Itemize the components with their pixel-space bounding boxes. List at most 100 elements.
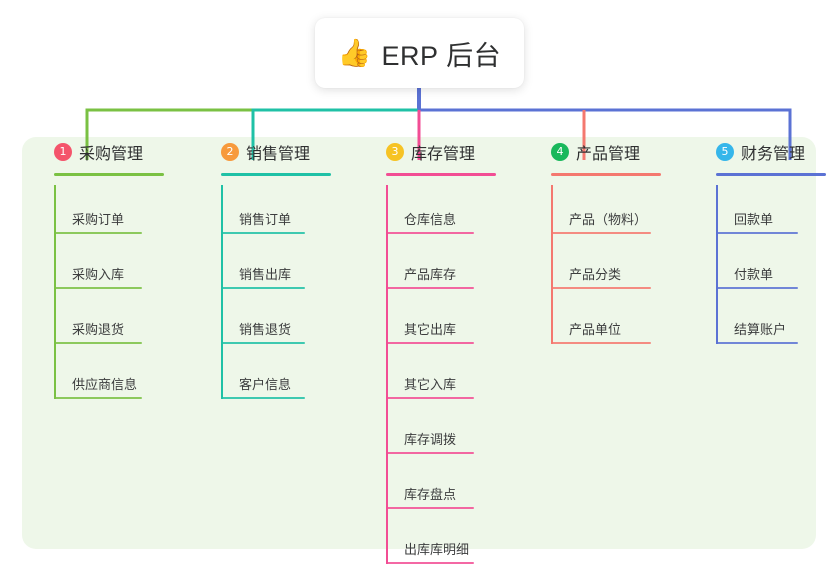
column-spine: [386, 185, 388, 564]
column-underline: [221, 173, 331, 176]
leaf-label: 销售退货: [239, 322, 292, 337]
column-badge: 4: [551, 143, 569, 161]
leaf-item[interactable]: 产品（物料）: [551, 185, 651, 240]
leaf-underline: [716, 287, 798, 289]
leaf-item[interactable]: 库存盘点: [386, 460, 475, 515]
leaf-item[interactable]: 产品单位: [551, 295, 651, 350]
column-title: 产品管理: [576, 146, 641, 163]
leaf-underline: [221, 397, 305, 399]
column-header-4[interactable]: 4 产品管理: [535, 137, 661, 176]
column-underline: [54, 173, 164, 176]
leaf-underline: [551, 287, 651, 289]
leaf-underline: [716, 232, 798, 234]
leaf-label: 结算账户: [734, 322, 787, 337]
leaf-underline: [386, 562, 474, 564]
column-header-1[interactable]: 1 采购管理: [38, 137, 164, 176]
leaf-label: 销售出库: [239, 267, 292, 282]
column-header-2[interactable]: 2 销售管理: [205, 137, 331, 176]
leaf-item[interactable]: 仓库信息: [386, 185, 475, 240]
leaf-underline: [386, 232, 474, 234]
column-title: 采购管理: [79, 146, 144, 163]
leaf-label: 库存调拨: [404, 432, 457, 447]
leaf-list: 采购订单采购入库采购退货供应商信息: [38, 185, 143, 405]
column-title: 财务管理: [741, 146, 806, 163]
leaf-label: 仓库信息: [404, 212, 457, 227]
column-spine: [54, 185, 56, 399]
root-node[interactable]: 👍 ERP 后台: [315, 18, 524, 88]
leaf-item[interactable]: 采购退货: [54, 295, 143, 350]
column-财务管理: 5 财务管理回款单付款单结算账户: [700, 137, 826, 350]
leaf-underline: [221, 342, 305, 344]
leaf-item[interactable]: 销售出库: [221, 240, 310, 295]
leaf-item[interactable]: 付款单: [716, 240, 805, 295]
leaf-underline: [386, 507, 474, 509]
leaf-item[interactable]: 销售订单: [221, 185, 310, 240]
leaf-item[interactable]: 产品分类: [551, 240, 651, 295]
leaf-label: 采购订单: [72, 212, 125, 227]
leaf-underline: [54, 342, 142, 344]
leaf-item[interactable]: 其它出库: [386, 295, 475, 350]
column-spine: [551, 185, 553, 344]
leaf-underline: [716, 342, 798, 344]
leaf-label: 其它入库: [404, 377, 457, 392]
leaf-underline: [54, 287, 142, 289]
column-spine: [716, 185, 718, 344]
leaf-item[interactable]: 回款单: [716, 185, 805, 240]
column-产品管理: 4 产品管理产品（物料） 产品分类产品单位: [535, 137, 661, 350]
leaf-item[interactable]: 出库库明细: [386, 515, 475, 570]
leaf-underline: [54, 232, 142, 234]
column-badge: 1: [54, 143, 72, 161]
leaf-item[interactable]: 库存调拨: [386, 405, 475, 460]
leaf-label: 库存盘点: [404, 487, 457, 502]
leaf-item[interactable]: 供应商信息: [54, 350, 143, 405]
leaf-underline: [221, 287, 305, 289]
column-underline: [551, 173, 661, 176]
leaf-label: 销售订单: [239, 212, 292, 227]
column-销售管理: 2 销售管理销售订单销售出库销售退货客户信息: [205, 137, 331, 405]
column-header-5[interactable]: 5 财务管理: [700, 137, 826, 176]
leaf-label: 客户信息: [239, 377, 292, 392]
leaf-underline: [221, 232, 305, 234]
leaf-label: 产品库存: [404, 267, 457, 282]
leaf-label: 产品（物料）: [569, 212, 648, 227]
leaf-list: 产品（物料） 产品分类产品单位: [535, 185, 651, 350]
leaf-label: 其它出库: [404, 322, 457, 337]
leaf-underline: [551, 232, 651, 234]
column-badge: 2: [221, 143, 239, 161]
leaf-list: 回款单付款单结算账户: [700, 185, 805, 350]
leaf-label: 回款单: [734, 212, 774, 227]
leaf-underline: [54, 397, 142, 399]
column-spine: [221, 185, 223, 399]
leaf-underline: [386, 287, 474, 289]
leaf-underline: [386, 342, 474, 344]
leaf-underline: [386, 397, 474, 399]
thumbs-up-icon: 👍: [337, 37, 372, 68]
leaf-list: 销售订单销售出库销售退货客户信息: [205, 185, 310, 405]
leaf-underline: [386, 452, 474, 454]
column-underline: [716, 173, 826, 176]
leaf-item[interactable]: 其它入库: [386, 350, 475, 405]
leaf-item[interactable]: 客户信息: [221, 350, 310, 405]
page-title: ERP 后台: [381, 40, 502, 71]
leaf-label: 付款单: [734, 267, 774, 282]
leaf-list: 仓库信息产品库存其它出库其它入库库存调拨库存盘点出库库明细: [370, 185, 475, 570]
leaf-item[interactable]: 采购订单: [54, 185, 143, 240]
leaf-label: 供应商信息: [72, 377, 138, 392]
leaf-label: 出库库明细: [404, 542, 470, 557]
leaf-label: 采购退货: [72, 322, 125, 337]
leaf-label: 产品单位: [569, 322, 622, 337]
leaf-underline: [551, 342, 651, 344]
leaf-item[interactable]: 产品库存: [386, 240, 475, 295]
leaf-item[interactable]: 销售退货: [221, 295, 310, 350]
column-underline: [386, 173, 496, 176]
column-badge: 5: [716, 143, 734, 161]
column-采购管理: 1 采购管理采购订单采购入库采购退货供应商信息: [38, 137, 164, 405]
leaf-label: 产品分类: [569, 267, 622, 282]
leaf-item[interactable]: 采购入库: [54, 240, 143, 295]
leaf-item[interactable]: 结算账户: [716, 295, 805, 350]
column-badge: 3: [386, 143, 404, 161]
column-title: 销售管理: [246, 146, 311, 163]
